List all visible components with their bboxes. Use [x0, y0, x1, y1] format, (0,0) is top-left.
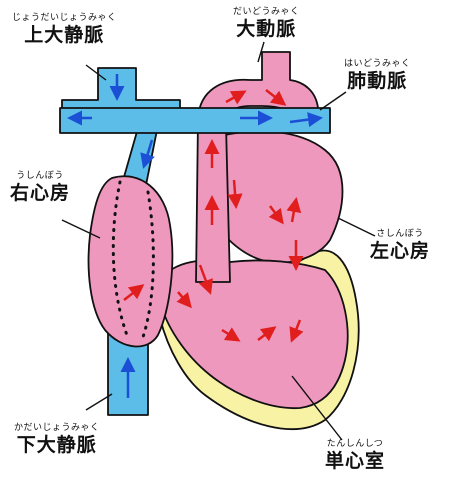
flow-arrow-red — [265, 89, 287, 106]
leader-line-pulmonary-artery — [319, 91, 347, 111]
right-atrium-dotted-line — [140, 190, 155, 342]
label-right-atrium-name: 右心房 — [10, 182, 71, 204]
label-left-atrium-reading: さしんぼう — [376, 229, 424, 239]
left-atrium-shape — [204, 130, 344, 264]
label-left-atrium: さしんぼう 左心房 — [370, 230, 430, 261]
flow-arrow-red — [123, 284, 145, 301]
flow-arrow-blue — [289, 112, 323, 128]
flow-arrow-blue — [140, 139, 155, 169]
label-superior-vena-cava: じょうだいじょうみゃく 上大静脈 — [12, 14, 117, 45]
leader-line-single-ventricle — [291, 375, 343, 441]
leader-line-inferior-vena-cava — [85, 393, 113, 411]
flow-arrow-red — [289, 319, 304, 343]
pulmonary-artery-shape — [59, 107, 331, 134]
right-atrium-dotted-line — [111, 180, 130, 340]
label-pulmonary-artery-reading: はいどうみゃく — [344, 59, 411, 69]
label-aorta: だいどうみゃく 大動脈 — [233, 8, 300, 39]
label-right-atrium-reading: うしんぼう — [16, 171, 64, 181]
flow-arrow-red — [225, 90, 247, 105]
flow-arrow-red — [227, 179, 243, 209]
leader-line-superior-vena-cava — [85, 64, 107, 81]
flow-arrow-red — [257, 326, 277, 342]
label-right-atrium: うしんぼう 右心房 — [10, 172, 70, 203]
label-inferior-vena-cava: かだいじょうみゃく 下大静脈 — [14, 424, 100, 455]
label-pulmonary-artery-name: 肺動脈 — [347, 70, 408, 92]
label-inferior-vena-cava-name: 下大静脈 — [16, 434, 97, 456]
flow-arrow-red — [286, 197, 302, 223]
leader-line-right-atrium — [61, 219, 101, 239]
leader-line-left-atrium — [337, 217, 376, 237]
label-aorta-reading: だいどうみゃく — [233, 7, 300, 17]
flow-arrow-red — [268, 205, 284, 225]
flow-arrow-red — [221, 327, 241, 342]
label-pulmonary-artery: はいどうみゃく 肺動脈 — [344, 60, 411, 91]
right-atrium-shape — [87, 175, 174, 348]
label-aorta-name: 大動脈 — [236, 18, 297, 40]
leader-line-aorta — [257, 41, 265, 63]
flow-arrow-red — [176, 291, 192, 309]
label-single-ventricle-reading: たんしんしつ — [326, 439, 384, 449]
flow-arrow-red — [198, 264, 213, 295]
single-ventricle-shape — [159, 259, 349, 410]
label-single-ventricle: たんしんしつ 単心室 — [325, 440, 385, 471]
label-superior-vena-cava-reading: じょうだいじょうみゃく — [12, 13, 117, 23]
label-inferior-vena-cava-reading: かだいじょうみゃく — [14, 423, 100, 433]
label-left-atrium-name: 左心房 — [370, 240, 431, 262]
label-superior-vena-cava-name: 上大静脈 — [24, 24, 105, 46]
label-single-ventricle-name: 単心室 — [325, 450, 386, 472]
